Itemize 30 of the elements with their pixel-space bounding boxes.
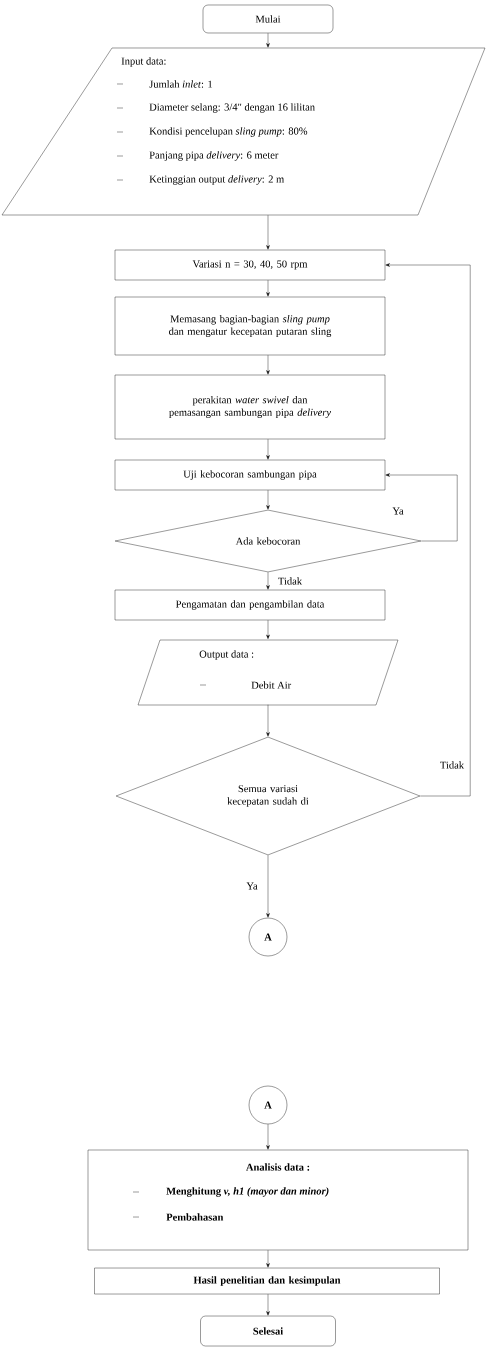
edge-label: Tidak xyxy=(438,760,466,770)
arrow xyxy=(266,572,270,590)
edge-label: Ya xyxy=(391,506,405,516)
terminal-box: Selesai xyxy=(200,1315,336,1347)
process-box: Pengamatan dan pengambilan data xyxy=(114,589,386,621)
data-parallelogram: Output data : Debit Air xyxy=(137,639,399,706)
arrow xyxy=(266,355,270,375)
process-box: Uji kebocoran sambungan pipa xyxy=(114,459,386,491)
arrow xyxy=(266,620,270,639)
terminal-box: Mulai xyxy=(202,4,334,34)
arrow xyxy=(266,704,270,737)
arrow xyxy=(266,855,270,918)
process-box: Variasi n = 30, 40, 50 rpm xyxy=(114,249,386,281)
arrow xyxy=(266,280,270,297)
edge-label: Tidak xyxy=(276,576,304,586)
process-box: Memasang bagian-bagian sling pump dan mengatur kecepatan putaran sling xyxy=(114,296,386,356)
arrow xyxy=(266,215,270,250)
edge-label: Ya xyxy=(245,881,259,891)
arrow xyxy=(385,473,458,542)
data-parallelogram: Input data: Jumlah inlet: 1 Diameter selang: 3/4" dengan 16 lilitan Kondisi pencelupan sling pump: 80% Panjang pipa delivery: 6 meter Ketinggian output delivery: 2 m xyxy=(1,47,486,216)
arrow xyxy=(266,1124,270,1150)
process-box: Analisis data : Menghitung v, h1 (mayor dan minor) Pembahasan xyxy=(87,1149,469,1251)
arrow xyxy=(385,263,471,797)
arrow xyxy=(266,439,270,460)
arrow xyxy=(266,1294,270,1316)
process-box: perakitan water swivel dan pemasangan sambungan pipa delivery xyxy=(114,374,386,440)
arrow xyxy=(266,490,270,510)
arrow xyxy=(266,1250,270,1268)
process-box: Hasil penelitian dan kesimpulan xyxy=(94,1267,440,1295)
arrow xyxy=(266,33,270,48)
